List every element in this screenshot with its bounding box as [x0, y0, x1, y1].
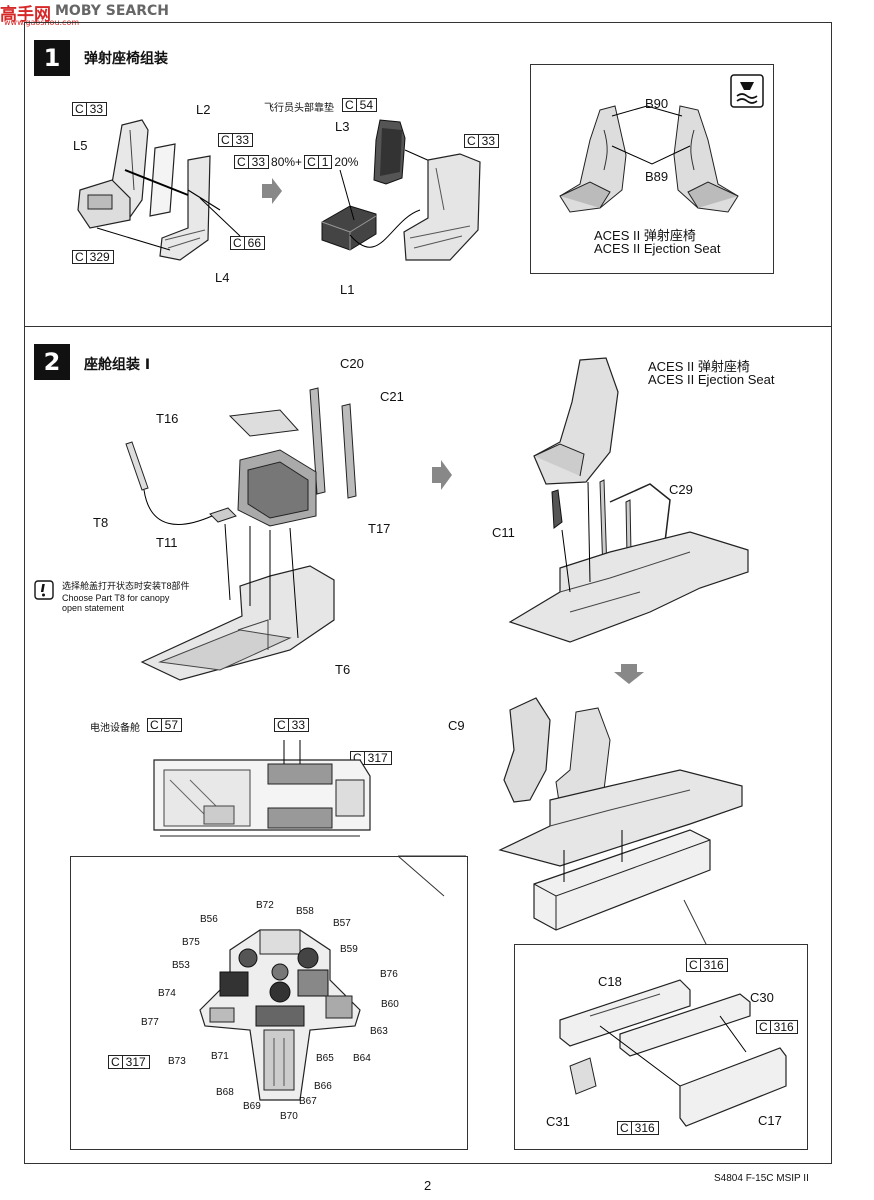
- aces-seat-drawing: [559, 105, 739, 213]
- step1-headrest-drawing: [321, 119, 481, 261]
- panel-part-b74: B74: [158, 988, 176, 999]
- page-frame: [24, 22, 832, 1164]
- panel-part-b60: B60: [381, 999, 399, 1010]
- panel-part-b59: B59: [340, 944, 358, 955]
- part-label-t17: T17: [368, 521, 391, 536]
- part-label-l5: L5: [73, 138, 88, 153]
- battery-bay-drawing: [153, 740, 371, 837]
- seat-name-cn: ACES II 弹射座椅: [648, 359, 750, 374]
- part-label-l2: L2: [196, 102, 211, 117]
- part-label-b90: B90: [645, 96, 669, 111]
- cockpit-tub-assembly-drawing: [125, 387, 357, 681]
- panel-part-b58: B58: [296, 906, 314, 917]
- step2-number: 2: [34, 344, 70, 380]
- cockpit-final-drawing: [498, 697, 743, 931]
- part-label-c29: C29: [669, 482, 693, 497]
- panel-part-b69: B69: [243, 1101, 261, 1112]
- seat-name-en: ACES II Ejection Seat: [648, 372, 775, 387]
- part-label-c21: C21: [380, 389, 404, 404]
- battery-bay-label: 电池设备舱: [90, 723, 140, 734]
- panel-part-b63: B63: [370, 1026, 388, 1037]
- panel-part-b75: B75: [182, 937, 200, 948]
- panel-part-b64: B64: [353, 1053, 371, 1064]
- part-label-c30: C30: [750, 990, 774, 1005]
- seat-name-cn: ACES II 弹射座椅: [594, 228, 696, 243]
- part-label-l4: L4: [215, 270, 230, 285]
- note-en-1: Choose Part T8 for canopy: [62, 593, 170, 603]
- product-code: S4804 F-15C MSIP II: [714, 1173, 809, 1184]
- panel-part-b77: B77: [141, 1017, 159, 1028]
- panel-part-b66: B66: [314, 1081, 332, 1092]
- seat-install-drawing: [508, 357, 749, 643]
- part-label-b89: B89: [645, 169, 669, 184]
- part-label-c11: C11: [492, 525, 515, 540]
- panel-part-b67: B67: [299, 1096, 317, 1107]
- panel-part-b76: B76: [380, 969, 398, 980]
- step2-arrow-right: [432, 460, 452, 490]
- part-label-t11: T11: [156, 535, 178, 550]
- panel-part-b56: B56: [200, 914, 218, 925]
- part-label-l1: L1: [340, 282, 355, 297]
- note-en-2: open statement: [62, 603, 125, 613]
- part-label-l3: L3: [335, 119, 350, 134]
- step2-title: 座舱组装 Ⅰ: [84, 357, 151, 373]
- part-label-c20: C20: [340, 356, 364, 371]
- panel-part-b71: B71: [211, 1051, 229, 1062]
- instrument-panel-drawing: [199, 929, 361, 1101]
- part-label-t8: T8: [93, 515, 109, 530]
- side-console-detail: [514, 944, 808, 1150]
- panel-part-b65: B65: [316, 1053, 334, 1064]
- step1-title: 弹射座椅组装: [84, 51, 168, 67]
- part-label-c31: C31: [546, 1114, 570, 1129]
- seat-name-en: ACES II Ejection Seat: [594, 241, 721, 256]
- note-cn: 选择舱盖打开状态时安装T8部件: [62, 581, 190, 591]
- side-console-drawing: [559, 979, 787, 1127]
- step1-arrow-1: [262, 178, 282, 204]
- part-label-t6: T6: [335, 662, 351, 677]
- water-slide-icon: [730, 74, 764, 108]
- part-label-c9: C9: [448, 718, 465, 733]
- step2-arrow-down: [614, 664, 644, 684]
- page-number: 2: [424, 1178, 432, 1193]
- step1-left-seat-drawing: [77, 119, 241, 261]
- panel-part-b57: B57: [333, 918, 351, 929]
- step1-number: 1: [34, 40, 70, 76]
- panel-part-b70: B70: [280, 1111, 298, 1122]
- caution-icon: [34, 580, 54, 600]
- part-label-c18: C18: [598, 974, 622, 989]
- headrest-label: 飞行员头部靠垫: [264, 103, 334, 114]
- panel-part-b68: B68: [216, 1087, 234, 1098]
- panel-part-b73: B73: [168, 1056, 186, 1067]
- panel-part-b53: B53: [172, 960, 190, 971]
- part-label-t16: T16: [156, 411, 179, 426]
- step-divider: [24, 326, 831, 327]
- part-label-c17: C17: [758, 1113, 782, 1128]
- panel-part-b72: B72: [256, 900, 274, 911]
